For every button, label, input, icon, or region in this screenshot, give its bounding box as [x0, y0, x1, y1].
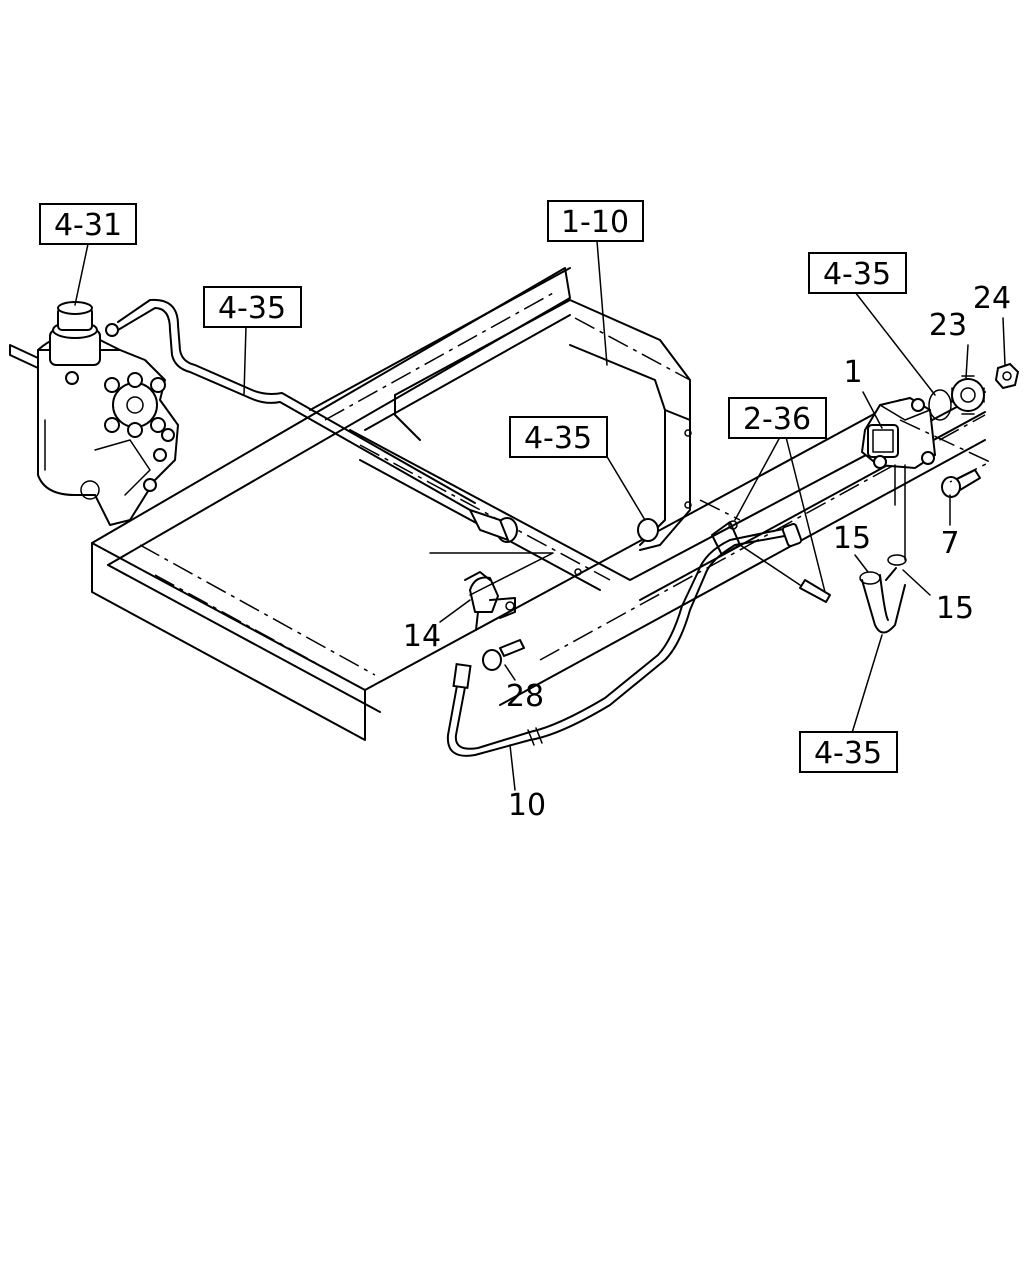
- svg-text:2-36: 2-36: [743, 402, 811, 437]
- svg-text:4-35: 4-35: [218, 291, 286, 326]
- drive-gear: [951, 375, 985, 415]
- ref-box-4-35-center: 4-35: [509, 416, 608, 458]
- valve-assembly: [429, 552, 554, 631]
- leader-lines: [74, 240, 1006, 791]
- svg-text:1-10: 1-10: [561, 205, 629, 240]
- nut: [994, 362, 1020, 390]
- part-number-10: 10: [508, 788, 546, 823]
- part-number-15-left: 15: [833, 521, 871, 556]
- part-number-28: 28: [506, 679, 544, 714]
- part-number-15-right: 15: [936, 591, 974, 626]
- ref-box-1-10: 1-10: [547, 200, 644, 242]
- svg-text:4-35: 4-35: [823, 257, 891, 292]
- bolt-7: [941, 469, 981, 498]
- ref-box-4-35-upper-right: 4-35: [808, 252, 907, 294]
- svg-text:4-31: 4-31: [54, 208, 122, 243]
- o-ring: [928, 389, 952, 421]
- ref-box-2-36: 2-36: [728, 397, 827, 439]
- part-number-7: 7: [940, 526, 959, 561]
- part-number-1: 1: [843, 355, 862, 390]
- svg-text:4-35: 4-35: [814, 736, 882, 771]
- return-hose: [446, 523, 803, 757]
- ref-box-4-31: 4-31: [39, 203, 137, 245]
- pump-assembly: [860, 396, 937, 561]
- bolt-28: [482, 639, 525, 671]
- chassis-frame: [91, 267, 986, 741]
- svg-text:4-35: 4-35: [524, 421, 592, 456]
- pressure-pipe: [117, 298, 518, 543]
- clip-bracket: [711, 520, 831, 603]
- part-number-23: 23: [929, 308, 967, 343]
- alignment-lines: [699, 419, 992, 521]
- steering-gear: [9, 301, 179, 526]
- part-number-14: 14: [403, 619, 441, 654]
- pipe-fitting: [637, 518, 659, 542]
- ref-box-4-35-lower-right: 4-35: [799, 731, 898, 773]
- part-number-24: 24: [973, 281, 1011, 316]
- ref-box-4-35-upper-left: 4-35: [203, 286, 302, 328]
- suction-hose: [859, 554, 907, 634]
